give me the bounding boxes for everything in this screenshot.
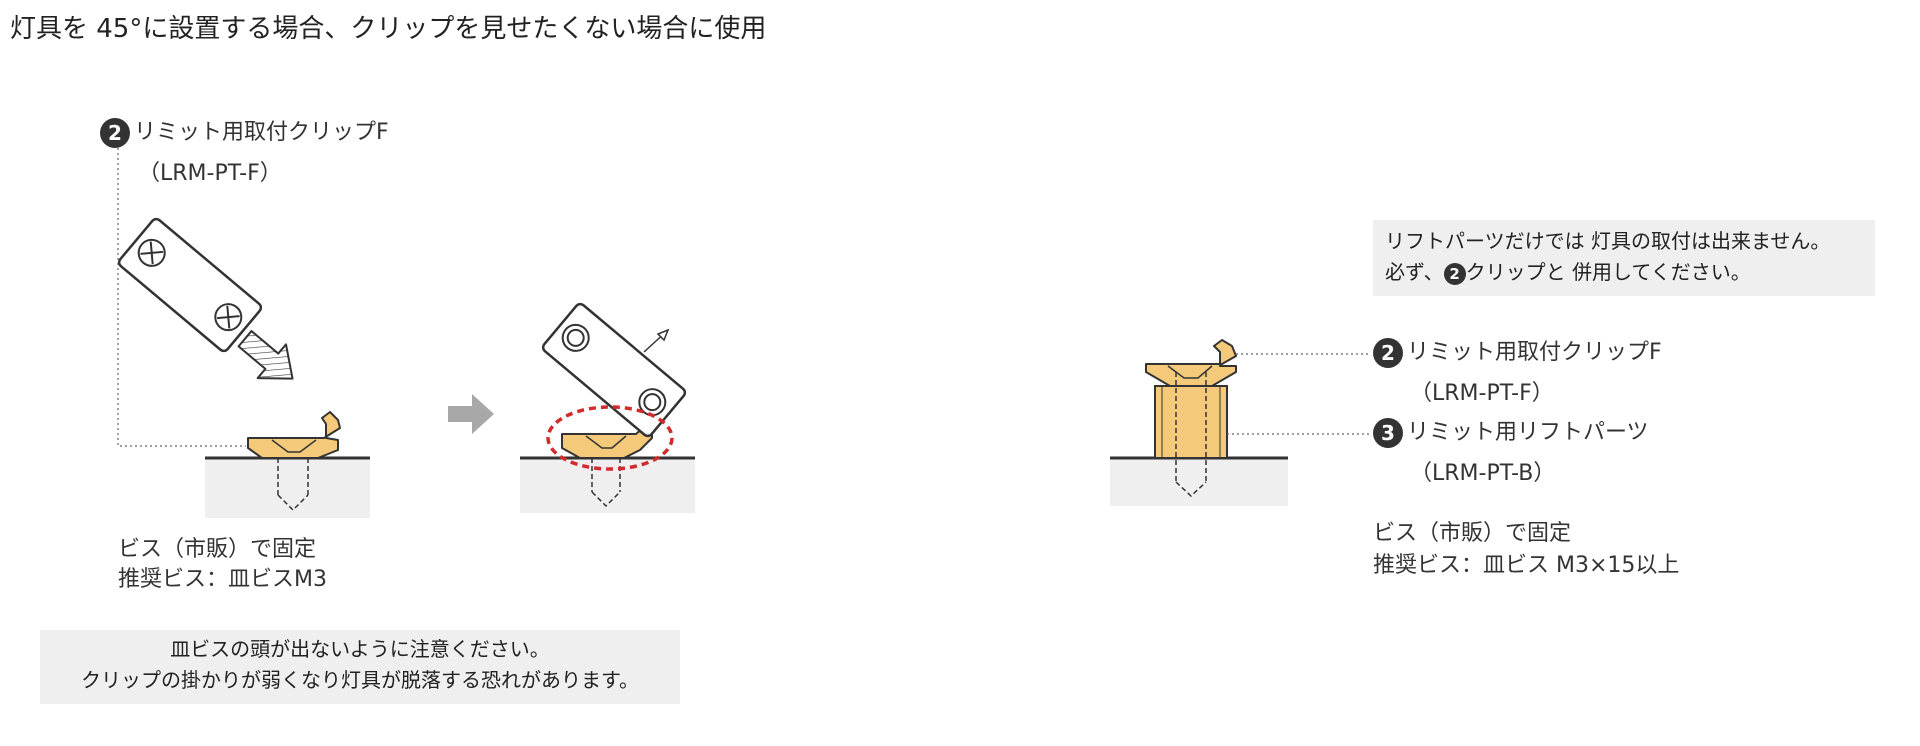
right-item1-code: （LRM-PT-F） <box>1410 381 1554 406</box>
left-part-code: （LRM-PT-F） <box>138 161 282 186</box>
left-fix-line2: 推奨ビス：皿ビスM3 <box>118 567 327 592</box>
left-warning-line2: クリップの掛かりが弱くなり灯具が脱落する恐れがあります。 <box>81 668 639 692</box>
number-badge: 2 <box>100 118 130 148</box>
right-fix-line1: ビス（市販）で固定 <box>1373 521 1572 546</box>
right-item2-code: （LRM-PT-B） <box>1410 461 1556 486</box>
base-surface <box>520 458 695 513</box>
left-warning-box: 皿ビスの頭が出ないように注意ください。 クリップの掛かりが弱くなり灯具が脱落する… <box>40 630 680 704</box>
page-title: 灯具を 45°に設置する場合、クリップを見せたくない場合に使用 <box>10 14 767 44</box>
base-surface <box>1110 458 1288 506</box>
screw-hole <box>1175 372 1207 498</box>
lift-part-b <box>1154 385 1228 459</box>
lift-direction-arrow-icon <box>643 328 670 353</box>
left-part-name: リミット用取付クリップF <box>134 120 389 145</box>
left-fix-line1: ビス（市販）で固定 <box>118 537 317 562</box>
clip-f <box>1145 339 1237 387</box>
next-step-arrow-icon <box>448 394 494 434</box>
screw-hole <box>277 458 309 512</box>
light-fixture <box>541 302 687 438</box>
number-badge: 3 <box>1373 418 1403 448</box>
highlight-ellipse <box>546 405 674 471</box>
right-diagram-lift-parts <box>1110 339 1370 506</box>
light-fixture <box>117 217 263 353</box>
clip-f <box>247 411 341 459</box>
left-warning-line1: 皿ビスの頭が出ないように注意ください。 <box>170 637 550 661</box>
right-item1-name: リミット用取付クリップF <box>1407 340 1662 365</box>
base-surface <box>205 458 370 518</box>
number-badge: 2 <box>1443 262 1466 285</box>
right-fix-line2: 推奨ビス：皿ビス M3×15以上 <box>1373 553 1680 578</box>
left-diagram-installed <box>520 302 695 513</box>
number-badge: 2 <box>1373 338 1403 368</box>
install-direction-arrow-icon <box>237 330 294 380</box>
right-item2-name: リミット用リフトパーツ <box>1407 420 1649 445</box>
right-note-line1: リフトパーツだけでは 灯具の取付は出来ません。 <box>1385 229 1831 253</box>
left-diagram-install <box>117 148 370 518</box>
screw-hole <box>591 458 621 508</box>
